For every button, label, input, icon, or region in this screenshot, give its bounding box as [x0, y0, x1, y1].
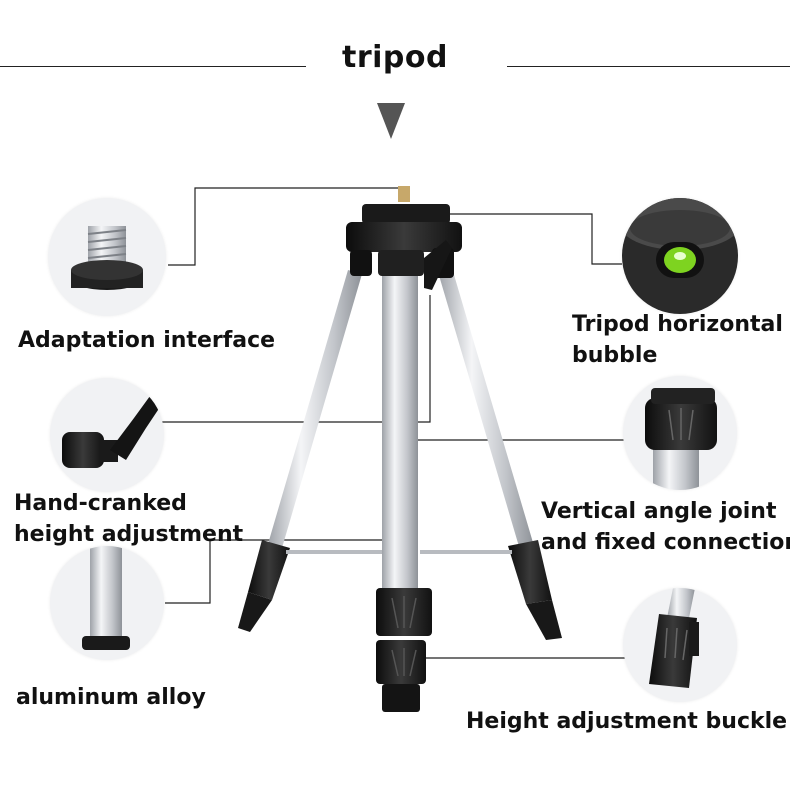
buckle-icon — [649, 588, 699, 688]
thumbnail-vertical-joint — [623, 376, 737, 490]
leader-adaptation — [168, 187, 402, 266]
thumbnail-buckle — [623, 588, 737, 702]
thumbnail-aluminum — [50, 546, 164, 660]
thumbnail-bubble — [622, 198, 738, 314]
label-adaptation-interface: Adaptation interface — [18, 328, 276, 353]
thumbnail-adaptation — [48, 198, 166, 316]
bubble-level-icon — [622, 198, 738, 278]
tripod-center-column — [376, 272, 432, 712]
leader-bubble — [450, 213, 622, 265]
crank-handle-icon — [62, 396, 162, 468]
page-title: tripod — [342, 40, 448, 75]
label-vertical-angle-joint: Vertical angle joint and fixed connectio… — [541, 499, 790, 555]
label-aluminum-alloy: aluminum alloy — [16, 685, 206, 710]
tripod-right-leg — [438, 268, 562, 640]
leader-aluminum — [165, 539, 390, 604]
title-divider-right — [507, 66, 790, 67]
tripod-left-leg — [238, 270, 362, 632]
screw-icon — [71, 226, 143, 290]
triangle-down-icon — [377, 103, 405, 139]
leader-hand-crank — [160, 295, 431, 423]
label-height-adjustment-buckle: Height adjustment buckle — [466, 709, 788, 734]
thumbnail-hand-crank — [50, 378, 164, 492]
joint-icon — [645, 388, 717, 490]
tripod-head — [346, 186, 462, 290]
title-divider-left — [0, 66, 306, 67]
label-hand-cranked-height-adjustment: Hand-cranked height adjustment — [14, 491, 244, 547]
aluminum-tube-icon — [82, 546, 130, 650]
label-tripod-horizontal-bubble: Tripod horizontal bubble — [572, 312, 783, 368]
